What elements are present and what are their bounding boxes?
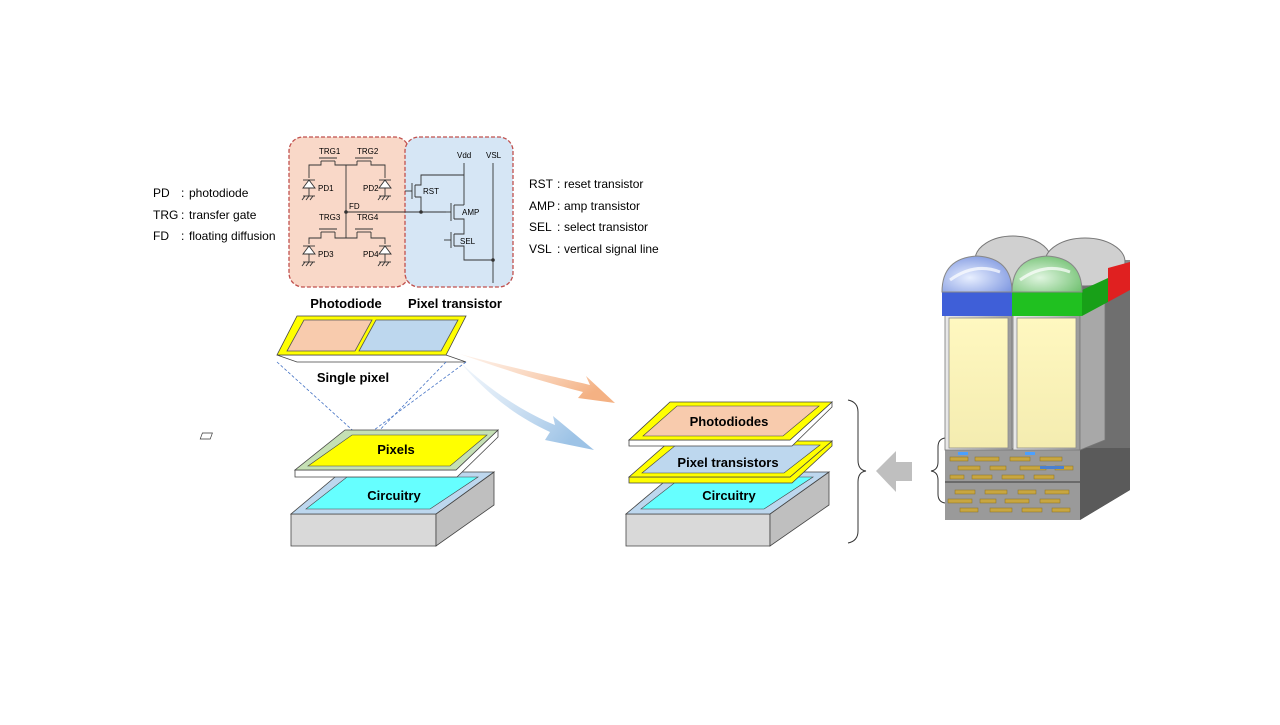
legend-trg-text: transfer gate [189, 208, 257, 222]
circuit-labels: TRG1 TRG2 TRG3 TRG4 PD1 PD2 PD3 PD4 FD V… [318, 147, 502, 259]
pixel-transistor-label: Pixel transistor [408, 296, 502, 311]
left-circuitry-label: Circuitry [367, 488, 421, 503]
sensor-3d-illustration [941, 235, 1130, 520]
amp-label: AMP [462, 208, 479, 217]
right-pixel-transistors-label: Pixel transistors [677, 455, 778, 470]
legend-amp-abbr: AMP [529, 199, 555, 213]
pd2-label: PD2 [363, 184, 379, 193]
vdd-label: Vdd [457, 151, 471, 160]
legend-trg-sep: : [181, 208, 184, 222]
legend-trg-abbr: TRG [153, 208, 178, 222]
legend-amp-text: amp transistor [564, 199, 640, 213]
legend-pd-text: photodiode [189, 186, 249, 200]
legend-sel-text: select transistor [564, 220, 648, 234]
legend-rst-text: reset transistor [564, 177, 643, 191]
left-pixels-label: Pixels [377, 442, 415, 457]
blue-arrow [460, 362, 594, 450]
legend-fd-text: floating diffusion [189, 229, 276, 243]
sensor-brace [930, 437, 946, 504]
zoom-lines [276, 361, 467, 441]
legend-fd-sep: : [181, 229, 184, 243]
legend-pd-abbr: PD [153, 186, 170, 200]
rst-node-dot [419, 210, 423, 214]
legend-rst-sep: : [557, 177, 560, 191]
pd3-label: PD3 [318, 250, 334, 259]
grey-left-arrow [876, 451, 912, 492]
fd-label: FD [349, 202, 360, 211]
legend-vsl-abbr: VSL [529, 242, 552, 256]
left-stack [199, 429, 499, 547]
trg4-label: TRG4 [357, 213, 379, 222]
single-pixel-photodiode-area [286, 319, 373, 352]
right-photodiodes-layer [642, 405, 820, 437]
pd1-label: PD1 [318, 184, 334, 193]
vsl-node-dot [491, 258, 495, 262]
fd-node-dot [344, 210, 348, 214]
single-pixel-label: Single pixel [317, 370, 389, 385]
pixel-zoom-marker [199, 432, 213, 440]
trg2-label: TRG2 [357, 147, 379, 156]
legend-amp-sep: : [557, 199, 560, 213]
right-circuitry-label: Circuitry [702, 488, 756, 503]
photodiode-label: Photodiode [310, 296, 382, 311]
rst-label: RST [423, 187, 439, 196]
legend-fd-abbr: FD [153, 229, 169, 243]
legend-sel-abbr: SEL [529, 220, 552, 234]
vsl-label: VSL [486, 151, 502, 160]
legend-vsl-sep: : [557, 242, 560, 256]
sel-label: SEL [460, 237, 476, 246]
orange-arrow [460, 354, 615, 403]
single-pixel-plate [276, 315, 467, 363]
right-stack [624, 401, 834, 547]
left-pixels-layer [307, 434, 488, 467]
trg3-label: TRG3 [319, 213, 341, 222]
legend-left: PD : photodiode TRG : transfer gate FD :… [153, 186, 276, 243]
legend-pd-sep: : [181, 186, 184, 200]
legend-vsl-text: vertical signal line [564, 242, 659, 256]
transistor-circuit [405, 163, 494, 283]
legend-rst-abbr: RST [529, 177, 554, 191]
stack-brace [847, 399, 867, 544]
pd4-label: PD4 [363, 250, 379, 259]
trg1-label: TRG1 [319, 147, 341, 156]
legend-sel-sep: : [557, 220, 560, 234]
legend-right: RST : reset transistor AMP : amp transis… [529, 177, 659, 256]
single-pixel-transistor-area [358, 319, 459, 352]
right-photodiodes-label: Photodiodes [690, 414, 769, 429]
photodiode-circuit [301, 157, 446, 267]
